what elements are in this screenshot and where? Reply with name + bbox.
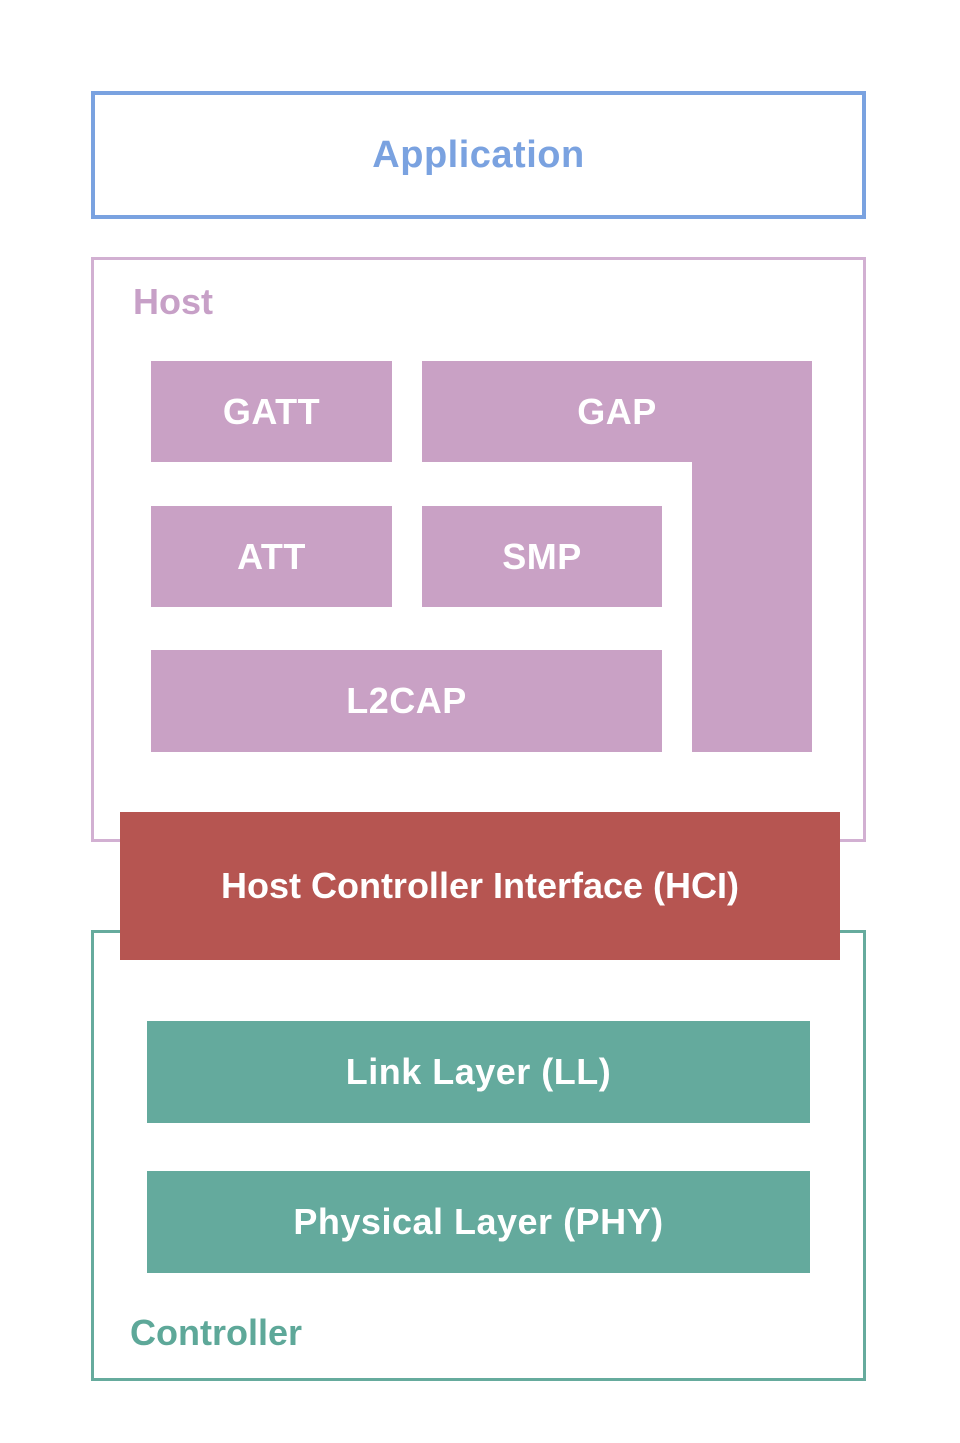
link-layer-block: Link Layer (LL)	[147, 1021, 810, 1123]
l2cap-label: L2CAP	[346, 680, 467, 721]
smp-block: SMP	[422, 506, 662, 607]
att-block: ATT	[151, 506, 392, 607]
gap-label: GAP	[577, 390, 657, 432]
application-box: Application	[91, 91, 866, 219]
physical-layer-block: Physical Layer (PHY)	[147, 1171, 810, 1273]
controller-label: Controller	[130, 1312, 303, 1353]
l2cap-block: L2CAP	[151, 650, 662, 752]
host-label: Host	[133, 281, 213, 322]
gap-block-arm	[692, 462, 812, 752]
att-label: ATT	[237, 535, 306, 577]
hci-label: Host Controller Interface (HCI)	[220, 865, 740, 906]
physical-layer-label: Physical Layer (PHY)	[293, 1201, 664, 1242]
link-layer-label: Link Layer (LL)	[345, 1051, 612, 1092]
smp-label: SMP	[502, 535, 582, 577]
application-label: Application	[372, 133, 585, 176]
gap-block: GAP	[422, 361, 812, 462]
gatt-block: GATT	[151, 361, 392, 462]
gatt-label: GATT	[222, 390, 321, 432]
hci-block: Host Controller Interface (HCI)	[120, 812, 840, 960]
